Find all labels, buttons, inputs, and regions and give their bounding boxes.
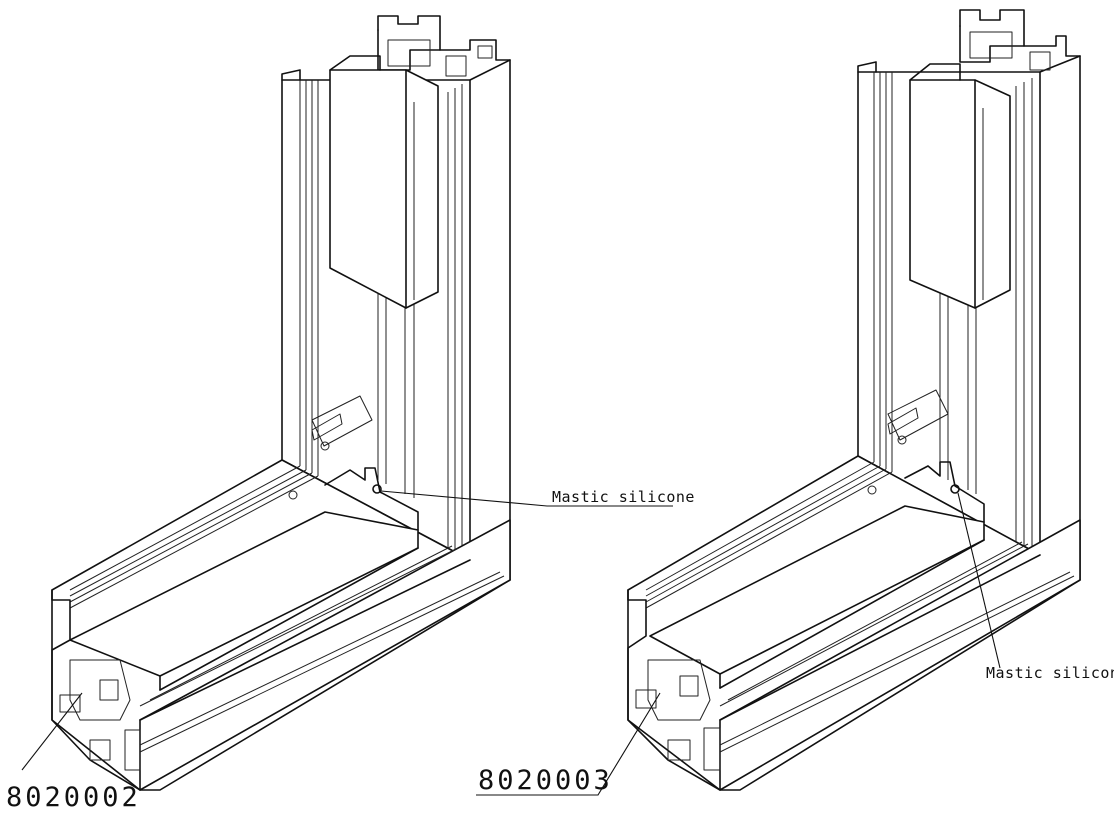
- right-silicone-point: [950, 484, 960, 494]
- left-part-leader: [21, 692, 83, 771]
- right-silicone-leader: [957, 492, 1001, 669]
- right-part-leader: [476, 692, 661, 796]
- left-frame-assembly: [51, 15, 511, 791]
- left-part-number: 8020002: [6, 782, 141, 813]
- right-part-number: 8020003: [478, 765, 613, 796]
- left-silicone-point: [372, 484, 382, 494]
- left-corner-cleat: [288, 395, 419, 531]
- right-silicone-label: Mastic silicone: [986, 664, 1114, 682]
- right-corner-cleat: [867, 389, 985, 523]
- right-horizontal-sill: [627, 455, 1081, 791]
- left-horizontal-sill: [51, 459, 511, 791]
- right-frame-assembly: [627, 9, 1081, 791]
- left-silicone-label: Mastic silicone: [552, 488, 695, 506]
- left-glazing-bead: [329, 55, 439, 309]
- left-silicone-leader: [380, 490, 673, 507]
- right-glazing-bead: [909, 63, 1011, 309]
